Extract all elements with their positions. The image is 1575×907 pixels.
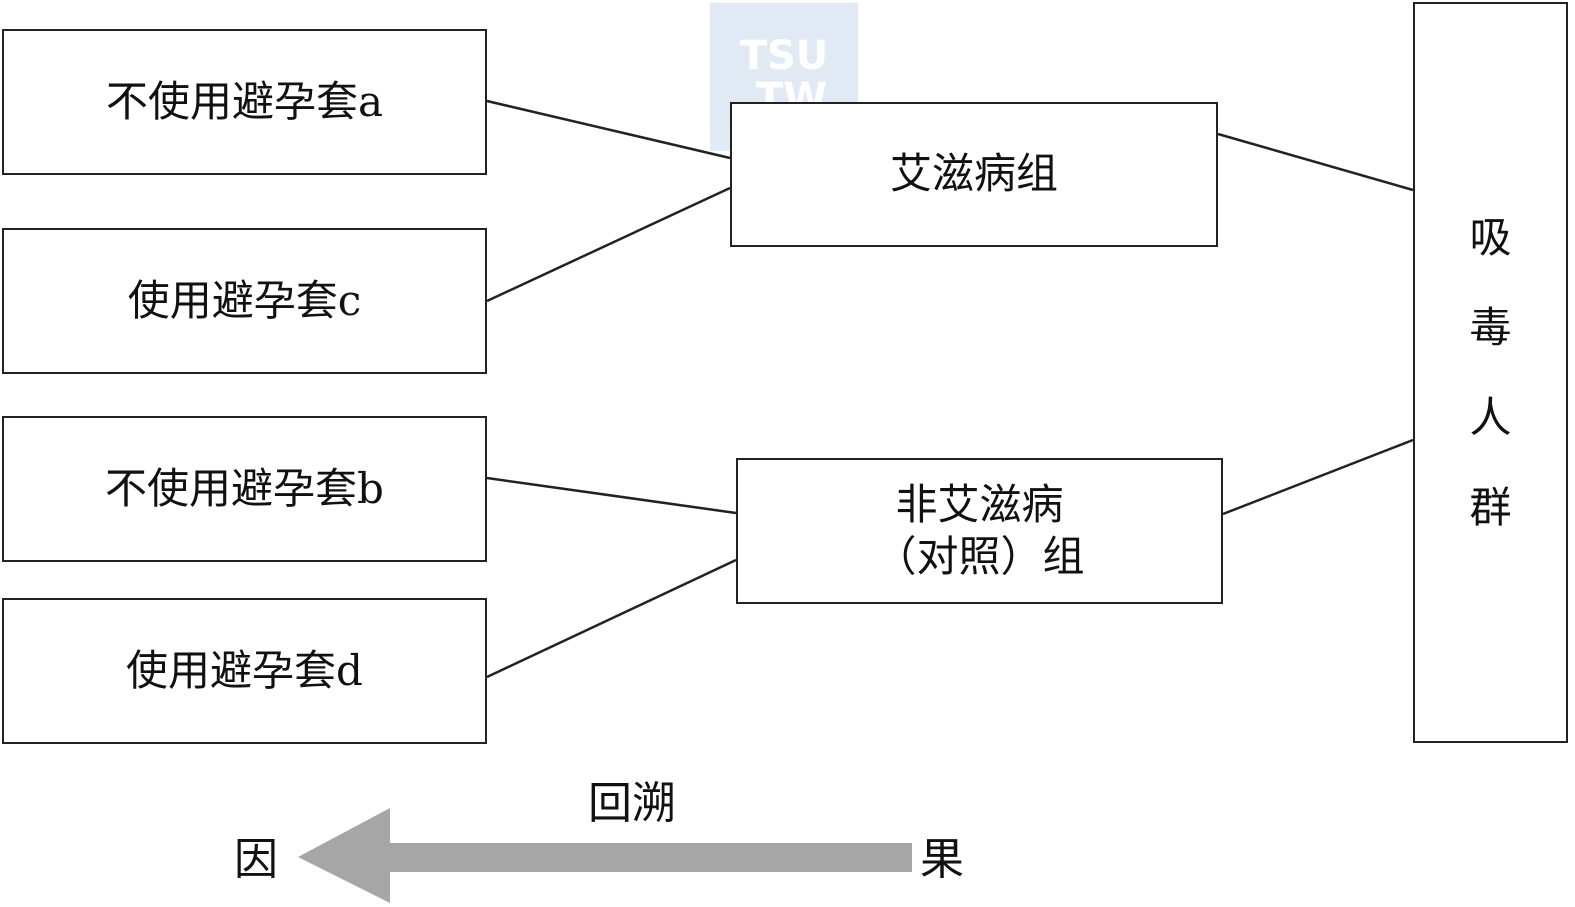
- connector-d-to-nonaids: [486, 558, 737, 679]
- retrospect-arrow: [298, 808, 912, 903]
- exposure-label-b: 不使用避孕套b: [105, 463, 384, 513]
- exposure-box-b: 不使用避孕套b: [2, 416, 487, 562]
- exposure-box-a: 不使用避孕套a: [2, 29, 487, 175]
- control-group-label-line2: （对照）组: [874, 532, 1085, 581]
- control-group-label-line1: 非艾滋病: [895, 479, 1064, 529]
- population-char-3: 人: [1469, 392, 1512, 442]
- exposure-label-c: 使用避孕套c: [127, 275, 362, 325]
- exposure-label-a: 不使用避孕套a: [105, 76, 384, 126]
- population-box: 吸 毒 人 群: [1413, 2, 1568, 743]
- cause-label: 因: [234, 834, 278, 885]
- connector-nonaids-to-population: [1222, 438, 1414, 516]
- connector-aids-to-population: [1217, 132, 1414, 192]
- population-char-4: 群: [1469, 482, 1512, 532]
- connector-a-to-aids: [486, 99, 731, 160]
- population-char-2: 毒: [1469, 302, 1512, 352]
- population-char-1: 吸: [1469, 212, 1512, 262]
- connector-c-to-aids: [486, 186, 731, 303]
- case-group-label: 艾滋病组: [889, 149, 1058, 199]
- watermark-line1: TSU: [739, 33, 829, 79]
- exposure-box-d: 使用避孕套d: [2, 598, 487, 744]
- exposure-box-c: 使用避孕套c: [2, 228, 487, 374]
- case-group-box: 艾滋病组: [730, 102, 1218, 247]
- control-group-box: 非艾滋病 （对照）组: [736, 458, 1223, 604]
- exposure-label-d: 使用避孕套d: [126, 645, 363, 695]
- connector-b-to-nonaids: [486, 476, 737, 515]
- effect-label: 果: [920, 834, 964, 885]
- retrospect-label: 回溯: [588, 778, 676, 829]
